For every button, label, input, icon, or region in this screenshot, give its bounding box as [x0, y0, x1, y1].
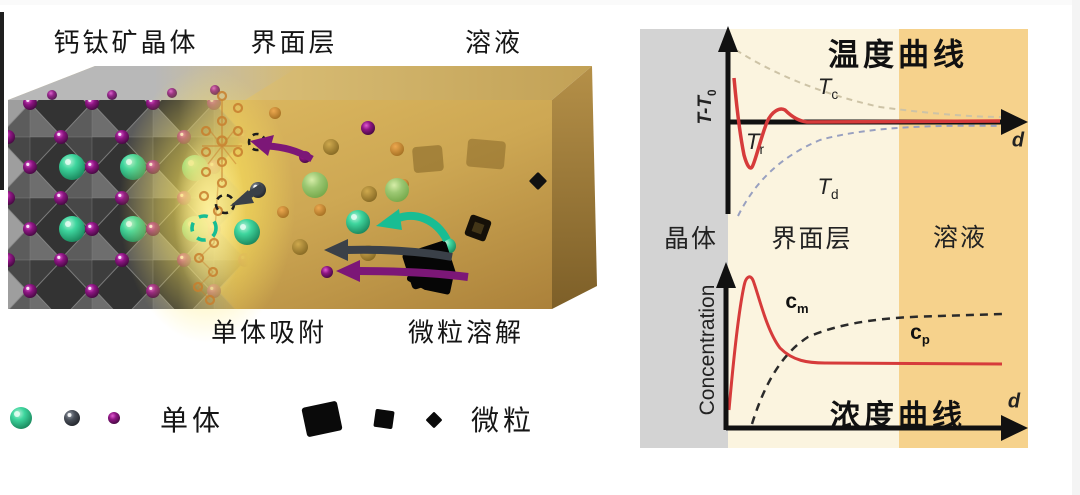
tr-label: Tr [746, 128, 764, 158]
dissolution-arrow-dark [324, 239, 453, 261]
profiles-plot [716, 26, 1028, 441]
legend-monomer-label: 单体 [159, 406, 225, 437]
crystal-region-label: 钙钛矿晶体 [53, 28, 199, 58]
band-interface-label: 界面层 [771, 226, 853, 253]
conc-y-axis-label: Concentration [696, 284, 719, 416]
band-solution-label: 溶液 [932, 225, 988, 252]
medium-black-cube-icon [373, 409, 395, 429]
crystal-band [640, 29, 728, 448]
green-sphere-icon [10, 407, 32, 429]
right-edge-strip [1072, 0, 1080, 495]
dissolution-label: 微粒溶解 [407, 318, 525, 348]
process-arrows [230, 135, 469, 282]
interface-band [728, 29, 899, 448]
interface-glow-core [174, 131, 246, 299]
faded-particle-icon [412, 145, 444, 173]
dark-particle-icon [464, 214, 492, 242]
perovskite-growth-illustration [8, 66, 597, 437]
vacancy-dashed-circle-teal [190, 214, 218, 242]
adsorption-arrow-purple [250, 135, 314, 163]
temperature-plot [718, 26, 1028, 217]
dissolution-arrow-teal [376, 209, 451, 243]
purple-sphere-icon [108, 412, 120, 424]
temp-x-arrowhead-icon [1001, 109, 1028, 135]
interface-region-label: 界面层 [250, 28, 338, 58]
dissolution-arrow-purple [336, 260, 469, 282]
adsorption-arrow-dark [230, 184, 264, 206]
faded-particle-icon [466, 138, 506, 170]
legend-particle-label: 微粒 [470, 406, 536, 437]
temp-y-axis-label: T-T0 [695, 89, 719, 125]
small-black-diamond-icon [529, 172, 547, 190]
tc-label: Tc [817, 73, 839, 103]
temp-x-axis-label: d [1011, 129, 1025, 152]
band-crystal-label: 晶体 [663, 226, 719, 253]
concentration-title: 浓度曲线 [830, 400, 966, 433]
solution-band [899, 29, 1028, 448]
small-black-diamond-icon [426, 412, 442, 428]
tc-curve [735, 49, 1003, 118]
conc-x-axis-label: d [1007, 390, 1021, 413]
adsorption-label: 单体吸附 [210, 318, 328, 348]
top-edge-strip [0, 0, 1080, 5]
temperature-curve-red [732, 77, 1001, 170]
cp-label: cp [910, 320, 930, 348]
td-curve [737, 124, 1003, 217]
conc-y-arrowhead-icon [716, 262, 736, 288]
legend-icons [10, 401, 442, 437]
temperature-title: 温度曲线 [828, 37, 968, 73]
temp-y-arrowhead-icon [718, 26, 738, 52]
box-right-face [552, 66, 597, 309]
cm-curve [727, 275, 1003, 411]
solution-region-label: 溶液 [464, 28, 524, 58]
gray-sphere-icon [64, 410, 80, 426]
concentration-plot [716, 262, 1028, 441]
cm-label: cm [785, 289, 809, 317]
td-label: Td [817, 173, 839, 203]
conc-x-arrowhead-icon [1001, 415, 1028, 441]
cp-curve [750, 312, 1003, 425]
profiles-panel: 温度曲线 T-T0 Tc Tr Td d 晶体 界面层 溶液 Concentra… [640, 0, 1040, 495]
large-black-cube-icon [301, 401, 343, 437]
left-edge-strip [0, 12, 4, 190]
surface-molecule-skeleton [192, 90, 244, 306]
